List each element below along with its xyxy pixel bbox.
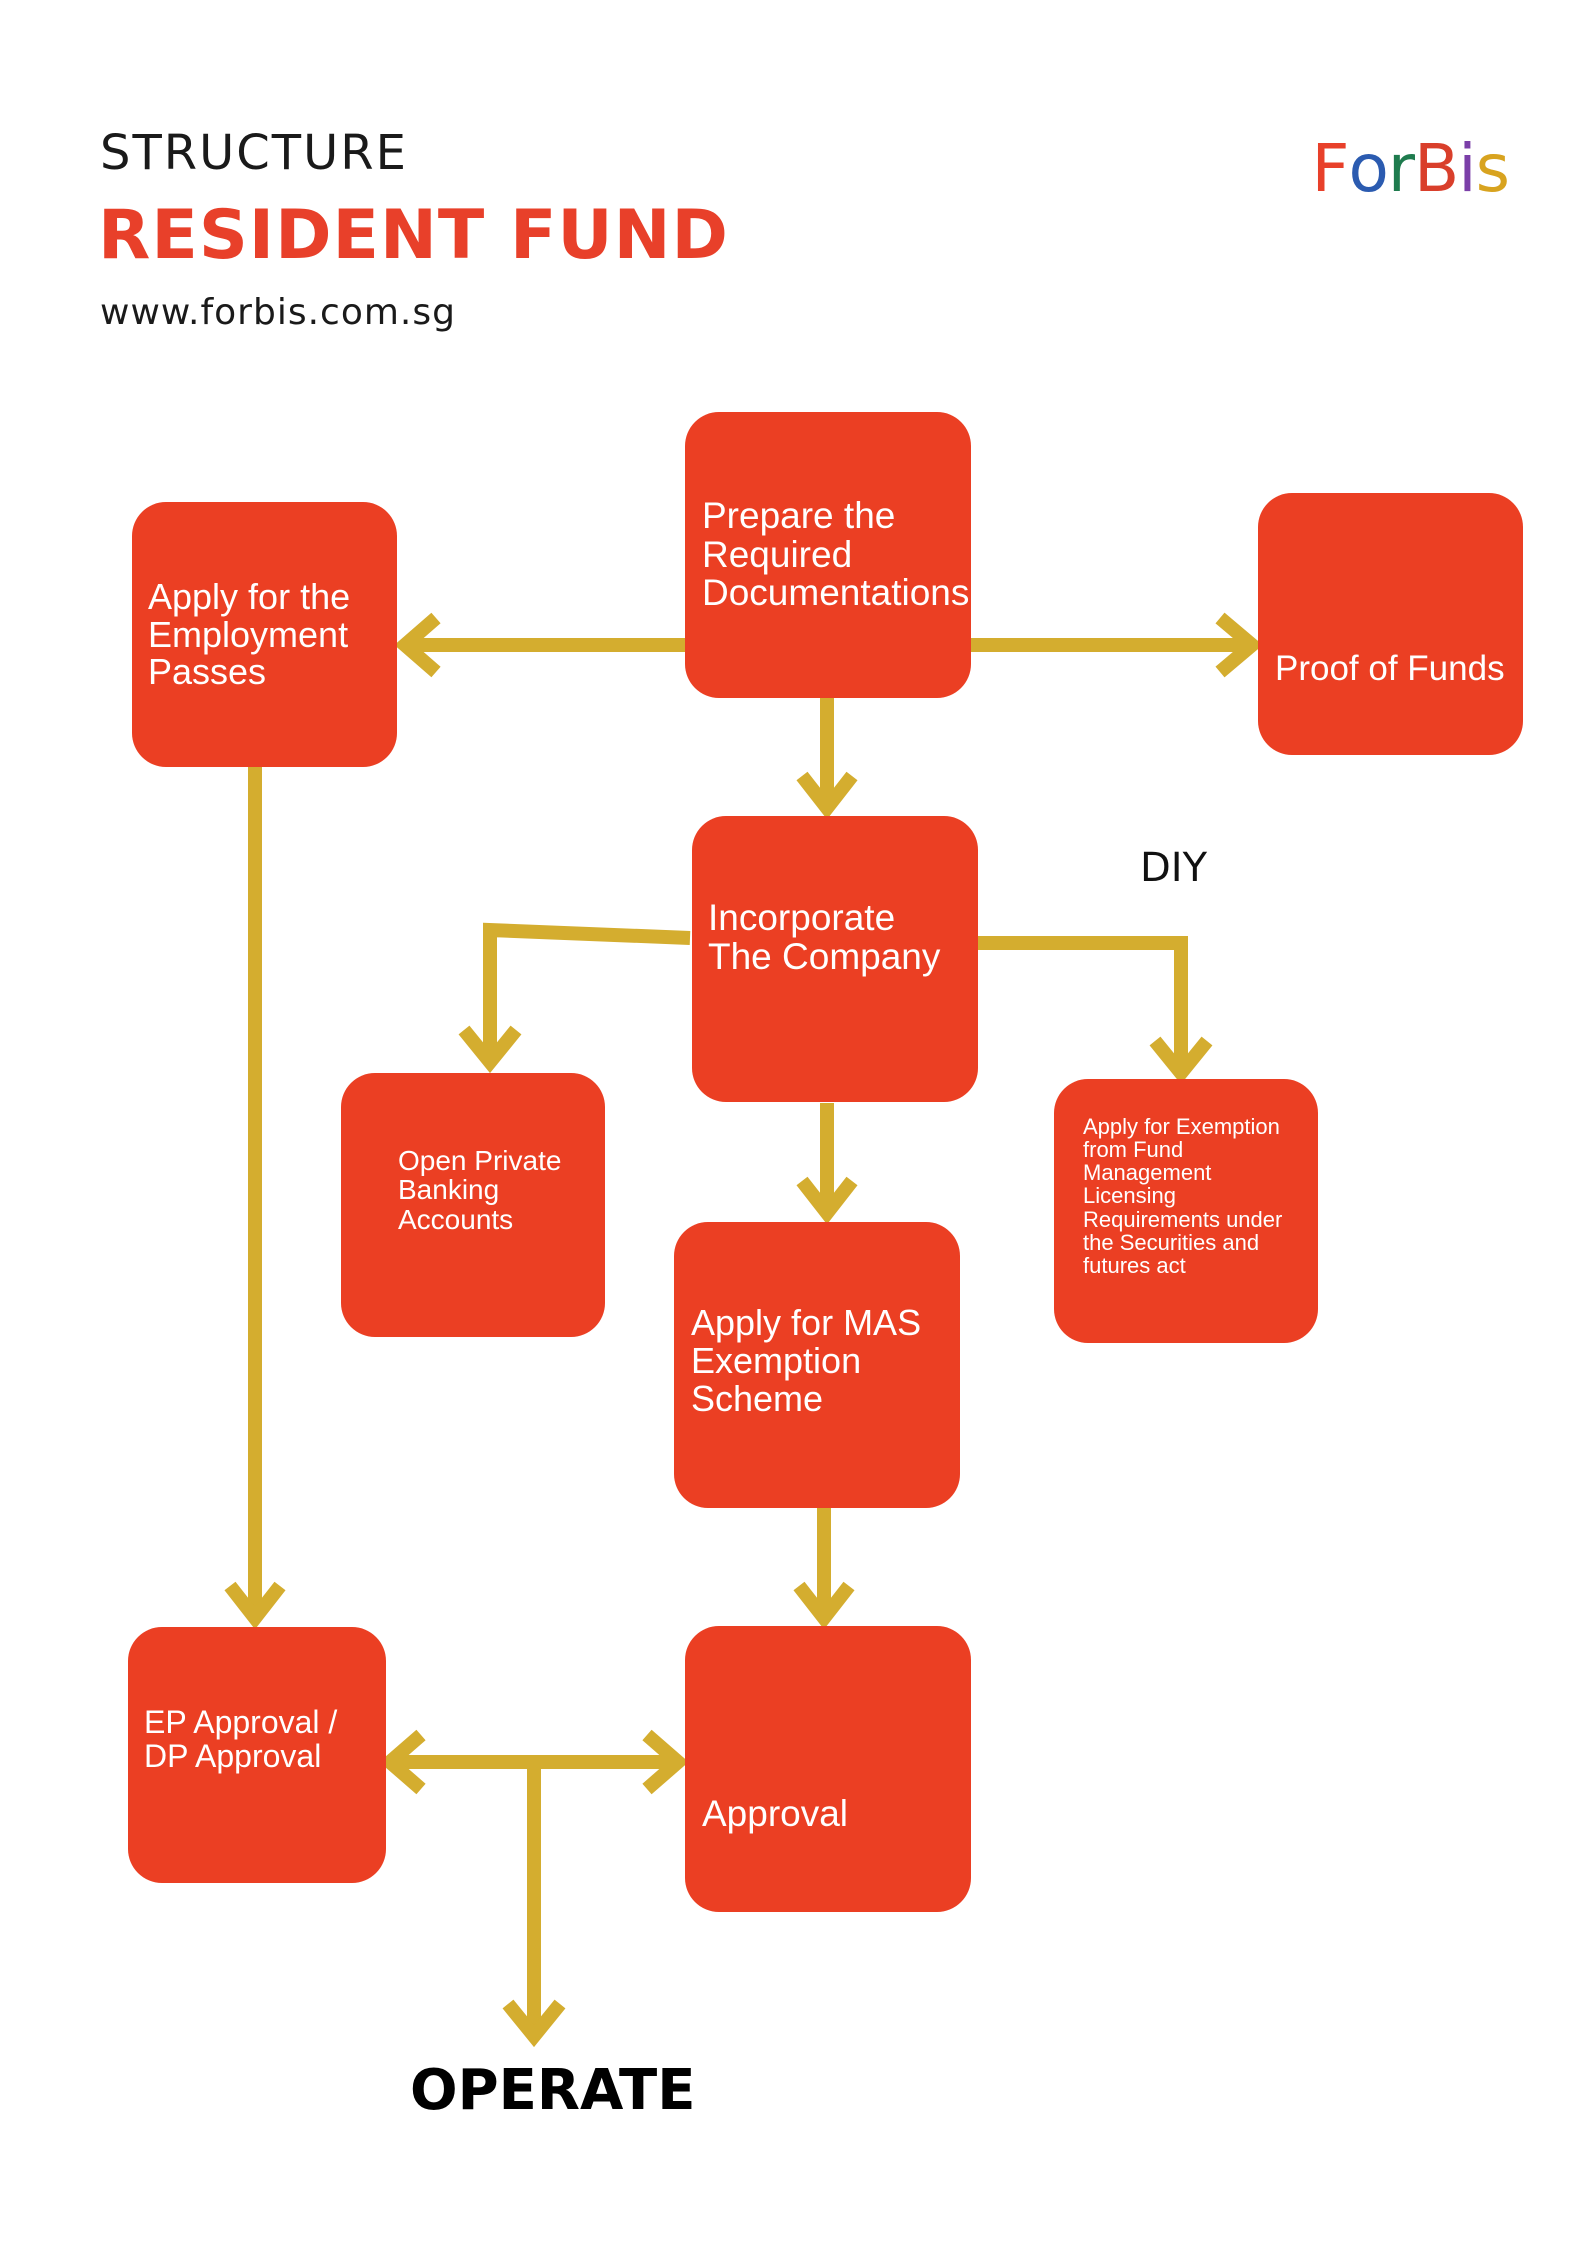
node-label: Approval [702, 1792, 849, 1834]
node-label: Apply for Exemption from Fund Management… [1083, 1114, 1283, 1278]
node-exemption-licensing: Apply for Exemption from Fund Management… [1054, 1079, 1318, 1343]
page-title: RESIDENT FUND [98, 196, 729, 275]
logo-letter-0: F [1311, 130, 1349, 207]
node-label: EP Approval / DP Approval [144, 1704, 338, 1774]
logo-letter-5: s [1475, 130, 1510, 207]
node-employment-passes: Apply for the Employment Passes [132, 502, 397, 767]
node-label: Prepare the Required Documentations [702, 494, 970, 614]
arrow-to-exemption-licensing [978, 936, 1188, 1073]
node-prepare-documentations: Prepare the Required Documentations [685, 412, 971, 698]
arrowhead-exemption-licensing [1149, 1036, 1213, 1085]
node-incorporate-company: Incorporate The Company [692, 816, 978, 1102]
forbis-logo: ForBis [1311, 130, 1510, 207]
node-label: Open Private Banking Accounts [398, 1144, 562, 1235]
node-proof-of-funds: Proof of Funds [1258, 493, 1523, 755]
node-label: Apply for the Employment Passes [148, 575, 351, 693]
arrowhead-mas-exemption [796, 1176, 858, 1225]
arrowhead-private-banking [458, 1025, 522, 1074]
arrowhead-proof-of-funds [1215, 612, 1263, 678]
node-private-banking: Open Private Banking Accounts [341, 1073, 605, 1337]
node-ep-dp-approval: EP Approval / DP Approval [128, 1627, 386, 1883]
arrowhead-approval [793, 1581, 855, 1630]
website-url[interactable]: www.forbis.com.sg [100, 292, 456, 333]
node-label: Apply for MAS Exemption Scheme [691, 1302, 922, 1419]
arrow-to-private-banking [483, 922, 691, 1062]
node-label: Proof of Funds [1275, 648, 1505, 688]
logo-letter-4: i [1458, 130, 1476, 207]
arrowhead-approvals-right [642, 1729, 689, 1795]
arrowhead-employment-passes [394, 612, 441, 678]
arrowhead-operate [502, 1999, 566, 2048]
logo-letter-3: B [1413, 130, 1459, 207]
node-approval: Approval [685, 1626, 971, 1912]
operate-label: OPERATE [410, 2058, 696, 2123]
arrowhead-ep-dp-approval [224, 1581, 286, 1630]
logo-letter-1: o [1348, 130, 1388, 207]
diy-label: DIY [1140, 845, 1208, 891]
page-subtitle: STRUCTURE [100, 125, 408, 181]
node-mas-exemption: Apply for MAS Exemption Scheme [674, 1222, 960, 1508]
logo-letter-2: r [1387, 130, 1415, 207]
arrowhead-incorporate [796, 771, 858, 820]
arrowhead-approvals-left [379, 1729, 426, 1795]
node-label: Incorporate The Company [708, 897, 941, 977]
